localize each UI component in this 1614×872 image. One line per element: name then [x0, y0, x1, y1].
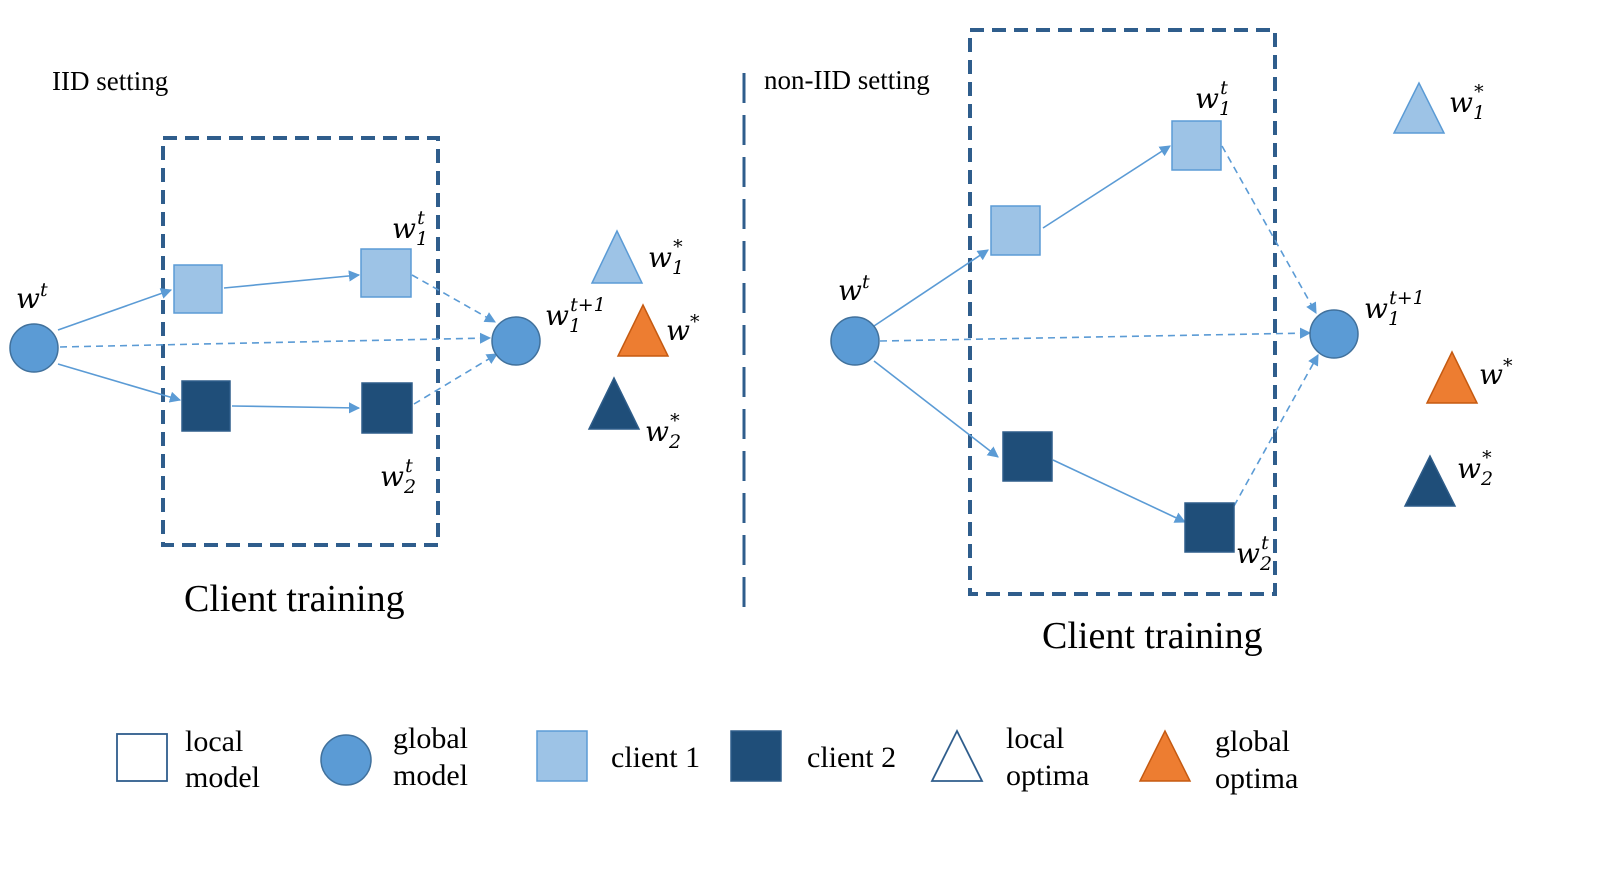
- legend-global-model-label-2: model: [393, 759, 468, 792]
- non-iid-arrow-global-to-client1: [873, 249, 989, 327]
- non-iid-label-w1-star: w1*: [1449, 81, 1485, 124]
- non-iid-label-w-star: w*: [1479, 355, 1513, 391]
- iid-arrow-global-skip: [59, 332, 492, 348]
- iid-label-w1-t: w1t: [392, 207, 428, 250]
- iid-global-model-next: [491, 316, 541, 366]
- iid-local-optimum-client1: [590, 229, 644, 284]
- iid-panel: IID setting wt w1t w2t w1t+1 w1* w* w2* …: [9, 66, 700, 620]
- iid-arrow-client1-step: [223, 270, 361, 289]
- non-iid-arrow-client1-aggregate: [1221, 145, 1317, 314]
- non-iid-client1-model-1: [990, 205, 1041, 256]
- non-iid-panel: non-IID setting wt w1t w2t w1t+1 w1* w* …: [764, 28, 1513, 657]
- iid-client-training-box: [161, 136, 440, 547]
- iid-arrow-global-to-client2: [57, 363, 182, 403]
- legend-local-model-label-2: model: [185, 761, 260, 794]
- legend-global-optima-symbol: [1138, 729, 1192, 782]
- legend-local-optima-label-1: local: [1006, 722, 1064, 755]
- iid-global-model-start: [9, 323, 59, 373]
- non-iid-client2-model-2: [1184, 502, 1235, 553]
- non-iid-label-w2-t: w2t: [1236, 532, 1272, 575]
- iid-client2-model-1: [181, 380, 231, 432]
- legend-client2-label: client 2: [807, 741, 896, 774]
- legend-local-model-symbol: [116, 733, 168, 782]
- iid-arrow-client1-aggregate: [411, 274, 496, 323]
- non-iid-arrow-client2-step: [1052, 459, 1187, 523]
- non-iid-client1-model-2: [1171, 120, 1222, 171]
- non-iid-arrow-client2-aggregate: [1233, 354, 1319, 507]
- iid-local-optimum-client2: [587, 376, 641, 430]
- iid-label-w-star: w*: [666, 311, 700, 347]
- legend: local model global model client 1 client…: [116, 722, 1298, 795]
- iid-client1-model-2: [360, 248, 412, 298]
- legend-global-model-symbol: [320, 734, 372, 786]
- non-iid-label-w-t: wt: [838, 271, 870, 307]
- iid-label-w2-star: w2*: [645, 410, 681, 453]
- non-iid-client-training-caption: Client training: [1042, 615, 1263, 657]
- non-iid-global-optimum: [1425, 350, 1479, 404]
- legend-client1-label: client 1: [611, 741, 700, 774]
- non-iid-local-optimum-client1: [1392, 81, 1446, 134]
- iid-label-w1-star: w1*: [648, 236, 684, 279]
- iid-global-optimum: [616, 303, 670, 357]
- iid-arrow-client2-aggregate: [413, 353, 498, 405]
- iid-arrow-client2-step: [231, 402, 361, 414]
- legend-global-optima-label-2: optima: [1215, 762, 1298, 795]
- legend-global-optima-label-1: global: [1215, 725, 1290, 758]
- non-iid-label-w2-star: w2*: [1457, 447, 1493, 490]
- non-iid-global-model-next: [1309, 309, 1359, 359]
- non-iid-label-w1-t-plus-1: w1t+1: [1364, 287, 1425, 330]
- non-iid-global-model-start: [830, 316, 880, 366]
- non-iid-setting-title: non-IID setting: [764, 65, 930, 95]
- non-iid-client2-model-1: [1002, 431, 1053, 482]
- legend-local-optima-label-2: optima: [1006, 759, 1089, 792]
- legend-client1-symbol: [536, 730, 588, 782]
- iid-client1-model-1: [173, 264, 223, 314]
- legend-global-model-label-1: global: [393, 722, 468, 755]
- iid-client2-model-2: [361, 382, 413, 434]
- non-iid-local-optimum-client2: [1403, 454, 1457, 507]
- iid-label-w1-t-plus-1: w1t+1: [545, 294, 606, 337]
- non-iid-arrow-global-to-client2: [873, 360, 999, 458]
- non-iid-arrow-client1-step: [1042, 145, 1171, 229]
- legend-local-optima-symbol: [930, 728, 984, 782]
- non-iid-client-training-box: [968, 28, 1277, 596]
- iid-setting-title: IID setting: [52, 66, 168, 96]
- iid-arrow-global-to-client1: [57, 288, 173, 331]
- iid-label-w-t: wt: [16, 279, 48, 315]
- iid-label-w2-t: w2t: [380, 455, 416, 498]
- legend-client2-symbol: [730, 730, 782, 782]
- iid-client-training-caption: Client training: [184, 578, 405, 620]
- non-iid-label-w1-t: w1t: [1195, 77, 1231, 120]
- non-iid-arrow-global-skip: [879, 327, 1312, 342]
- legend-local-model-label-1: local: [185, 725, 243, 758]
